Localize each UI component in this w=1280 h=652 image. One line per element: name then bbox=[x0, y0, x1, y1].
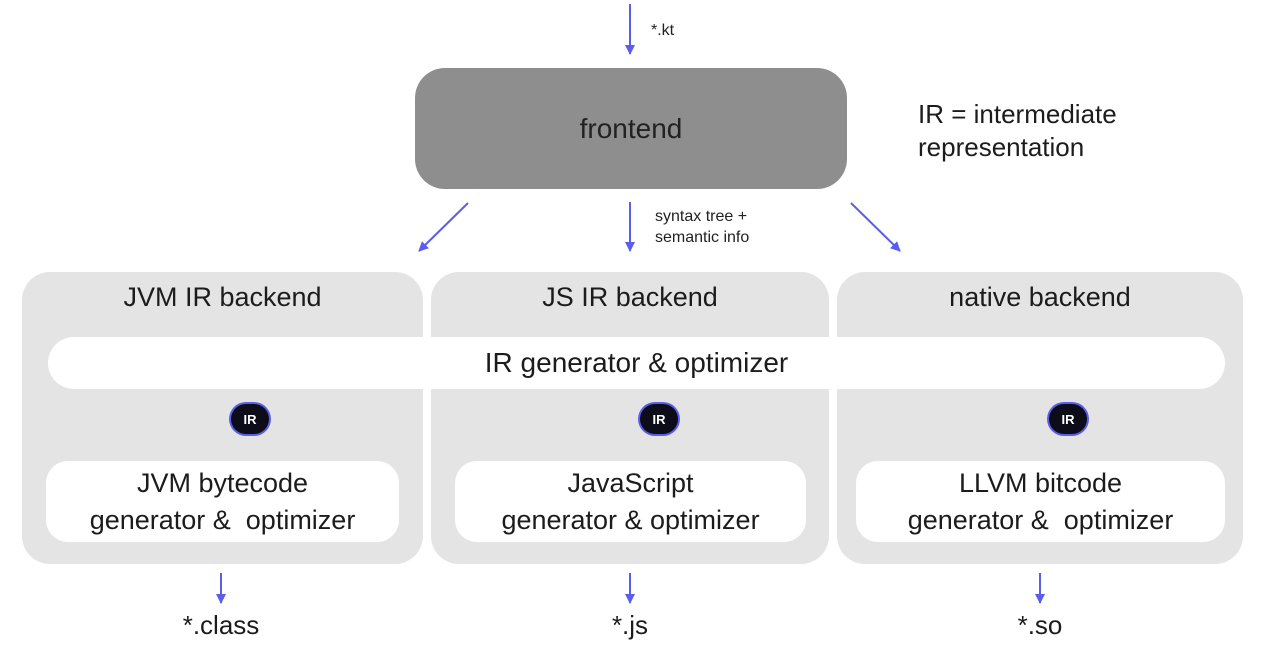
syntax-tree-label: syntax tree + semantic info bbox=[655, 206, 749, 248]
jvm-output-label: *.class bbox=[182, 610, 260, 640]
js-backend-title: JS IR backend bbox=[542, 282, 718, 312]
note-line-1: IR = intermediate bbox=[918, 99, 1117, 129]
jvm-backend-title: JVM IR backend bbox=[123, 282, 322, 312]
ir-definition-note: IR = intermediate representation bbox=[918, 98, 1218, 164]
syntax-tree-line-2: semantic info bbox=[655, 229, 750, 246]
js-output-label: *.js bbox=[611, 610, 649, 640]
arrow-to-jvm bbox=[418, 202, 469, 252]
js-generator-line-1: JavaScript bbox=[567, 467, 694, 498]
native-generator-box: LLVM bitcode generator & optimizer bbox=[856, 461, 1225, 542]
native-backend-title: native backend bbox=[949, 282, 1131, 312]
js-generator-line-2: generator & optimizer bbox=[501, 504, 760, 535]
note-line-2: representation bbox=[918, 132, 1085, 162]
ir-badge-jvm: IR bbox=[231, 404, 269, 434]
native-generator-line-1: LLVM bitcode bbox=[958, 467, 1123, 498]
ir-generator-bar: IR generator & optimizer bbox=[48, 337, 1225, 389]
syntax-tree-line-1: syntax tree + bbox=[655, 208, 748, 225]
input-label: *.kt bbox=[651, 22, 675, 39]
jvm-generator-line-2: generator & optimizer bbox=[89, 504, 356, 535]
ir-badge-js: IR bbox=[640, 404, 678, 434]
frontend-label: frontend bbox=[579, 112, 683, 144]
arrow-to-native bbox=[850, 202, 901, 252]
native-output-label: *.so bbox=[1017, 610, 1063, 640]
ir-generator-label: IR generator & optimizer bbox=[484, 347, 789, 378]
jvm-generator-line-1: JVM bytecode bbox=[136, 467, 309, 498]
js-generator-box: JavaScript generator & optimizer bbox=[455, 461, 806, 542]
ir-badge-native: IR bbox=[1049, 404, 1087, 434]
jvm-generator-box: JVM bytecode generator & optimizer bbox=[46, 461, 399, 542]
frontend-box: frontend bbox=[415, 68, 847, 189]
native-generator-line-2: generator & optimizer bbox=[907, 504, 1174, 535]
